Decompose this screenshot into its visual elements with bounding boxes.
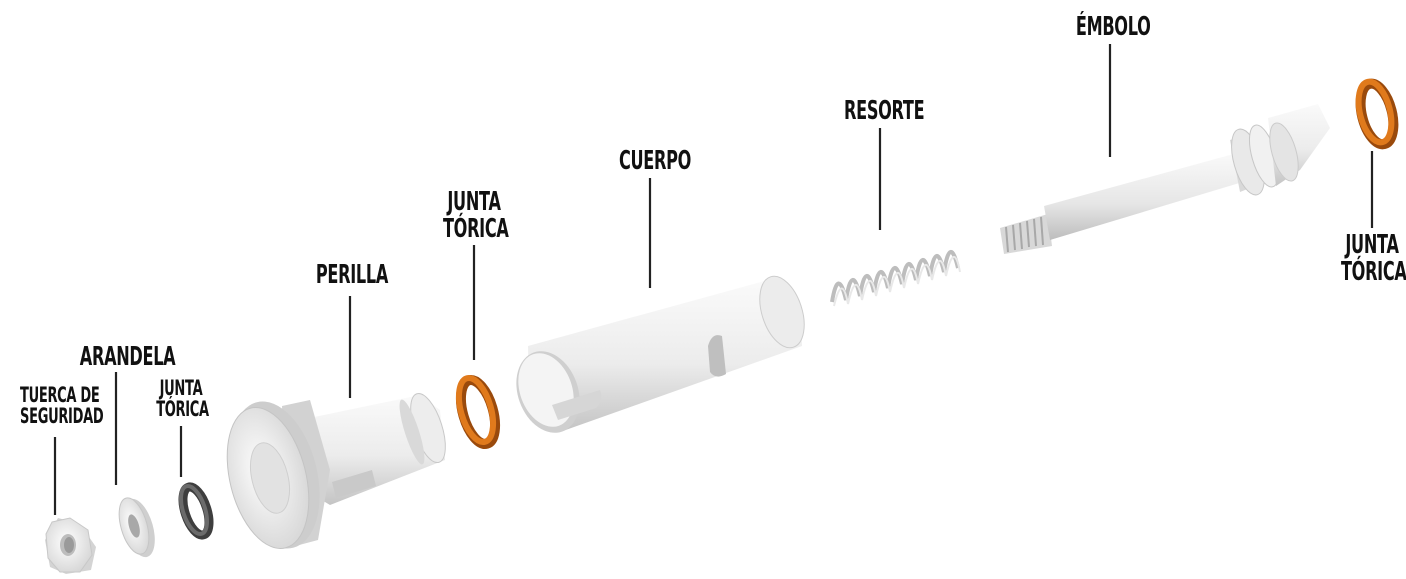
cuerpo-part — [516, 275, 805, 433]
label-resorte-text: RESORTE — [844, 96, 925, 126]
label-junta-small-line1: JUNTA — [159, 376, 203, 400]
label-junta-right-line2: TÓRICA — [1341, 257, 1406, 287]
label-tuerca-line1: TUERCA DE — [20, 383, 100, 407]
tuerca-part — [45, 517, 96, 574]
label-embolo: ÉMBOLO — [1075, 12, 1151, 42]
junta-right-part — [1355, 78, 1399, 150]
label-junta-mid: JUNTA TÓRICA — [443, 187, 509, 244]
label-embolo-text: ÉMBOLO — [1075, 12, 1151, 42]
label-junta-right: JUNTA TÓRICA — [1341, 230, 1406, 287]
label-cuerpo: CUERPO — [619, 146, 692, 176]
arandela-part — [118, 497, 155, 558]
perilla-part — [226, 392, 446, 549]
label-perilla: PERILLA — [315, 260, 388, 290]
junta-small-part — [178, 482, 214, 540]
label-junta-small-line2: TÓRICA — [156, 397, 209, 421]
label-tuerca-line2: SEGURIDAD — [20, 404, 104, 428]
label-perilla-text: PERILLA — [315, 260, 388, 290]
junta-mid-part — [455, 375, 501, 449]
label-junta-mid-line2: TÓRICA — [443, 214, 509, 244]
label-junta-small: JUNTA TÓRICA — [156, 376, 209, 421]
label-tuerca: TUERCA DE SEGURIDAD — [20, 383, 104, 428]
label-resorte: RESORTE — [844, 96, 925, 126]
label-junta-right-line1: JUNTA — [1345, 230, 1399, 260]
label-junta-mid-line1: JUNTA — [447, 187, 501, 217]
label-arandela-text: ARANDELA — [79, 342, 176, 372]
label-cuerpo-text: CUERPO — [619, 146, 692, 176]
label-arandela: ARANDELA — [79, 342, 176, 372]
embolo-part — [1000, 104, 1330, 254]
resorte-part — [830, 250, 961, 307]
leader-lines — [53, 44, 1374, 515]
